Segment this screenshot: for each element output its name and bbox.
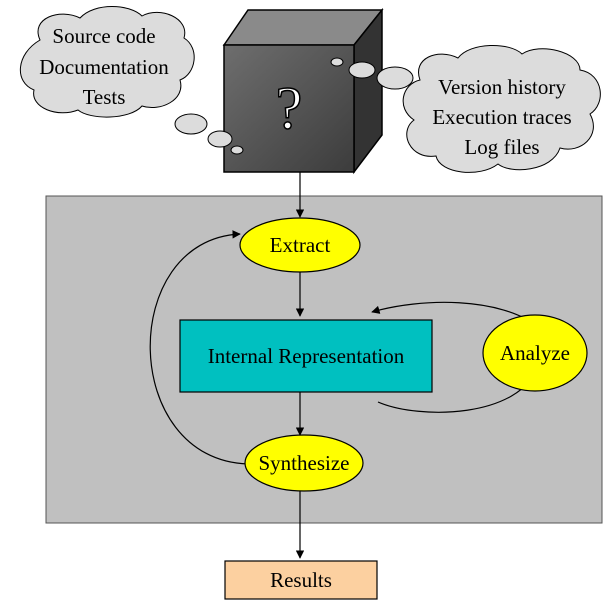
left-cloud-line-1: Source code — [52, 24, 155, 48]
analyze-ellipse — [482, 314, 588, 392]
left-cloud-bubble-small — [230, 145, 244, 155]
arrow-synthesize-to-extract — [149, 230, 249, 465]
extract-ellipse — [239, 217, 361, 273]
extract-node: Extract — [239, 217, 361, 273]
synthesize-label: Synthesize — [259, 451, 350, 475]
internal-representation-node: Internal Representation — [179, 319, 433, 393]
internal-representation-label: Internal Representation — [208, 344, 405, 368]
results-label: Results — [270, 568, 332, 592]
internal-representation-box — [179, 319, 433, 393]
results-node: Results — [224, 560, 378, 600]
left-cloud-shape — [19, 6, 195, 118]
right-cloud-line-1: Version history — [438, 75, 566, 99]
synthesize-ellipse — [244, 434, 364, 492]
results-box — [224, 560, 378, 600]
left-cloud-bubble-medium — [207, 130, 233, 148]
left-cloud-line-3: Tests — [83, 85, 126, 109]
right-cloud-shape — [402, 44, 601, 173]
black-box-cube: ? — [222, 7, 384, 175]
left-cloud: Source code Documentation Tests — [19, 6, 244, 155]
left-cloud-bubble-large — [174, 113, 208, 135]
right-cloud-line-2: Execution traces — [432, 105, 571, 129]
right-cloud: Version history Execution traces Log fil… — [330, 44, 601, 173]
right-cloud-line-3: Log files — [464, 135, 539, 159]
right-cloud-bubble-large — [376, 66, 414, 90]
right-cloud-bubble-medium — [348, 61, 376, 79]
right-cloud-bubble-small — [330, 57, 344, 67]
analyze-label: Analyze — [500, 341, 570, 365]
extract-label: Extract — [270, 233, 331, 257]
analyze-node: Analyze — [482, 314, 588, 392]
left-cloud-line-2: Documentation — [39, 55, 169, 79]
question-mark: ? — [276, 75, 303, 141]
synthesize-node: Synthesize — [244, 434, 364, 492]
cube-front-face — [223, 44, 355, 173]
